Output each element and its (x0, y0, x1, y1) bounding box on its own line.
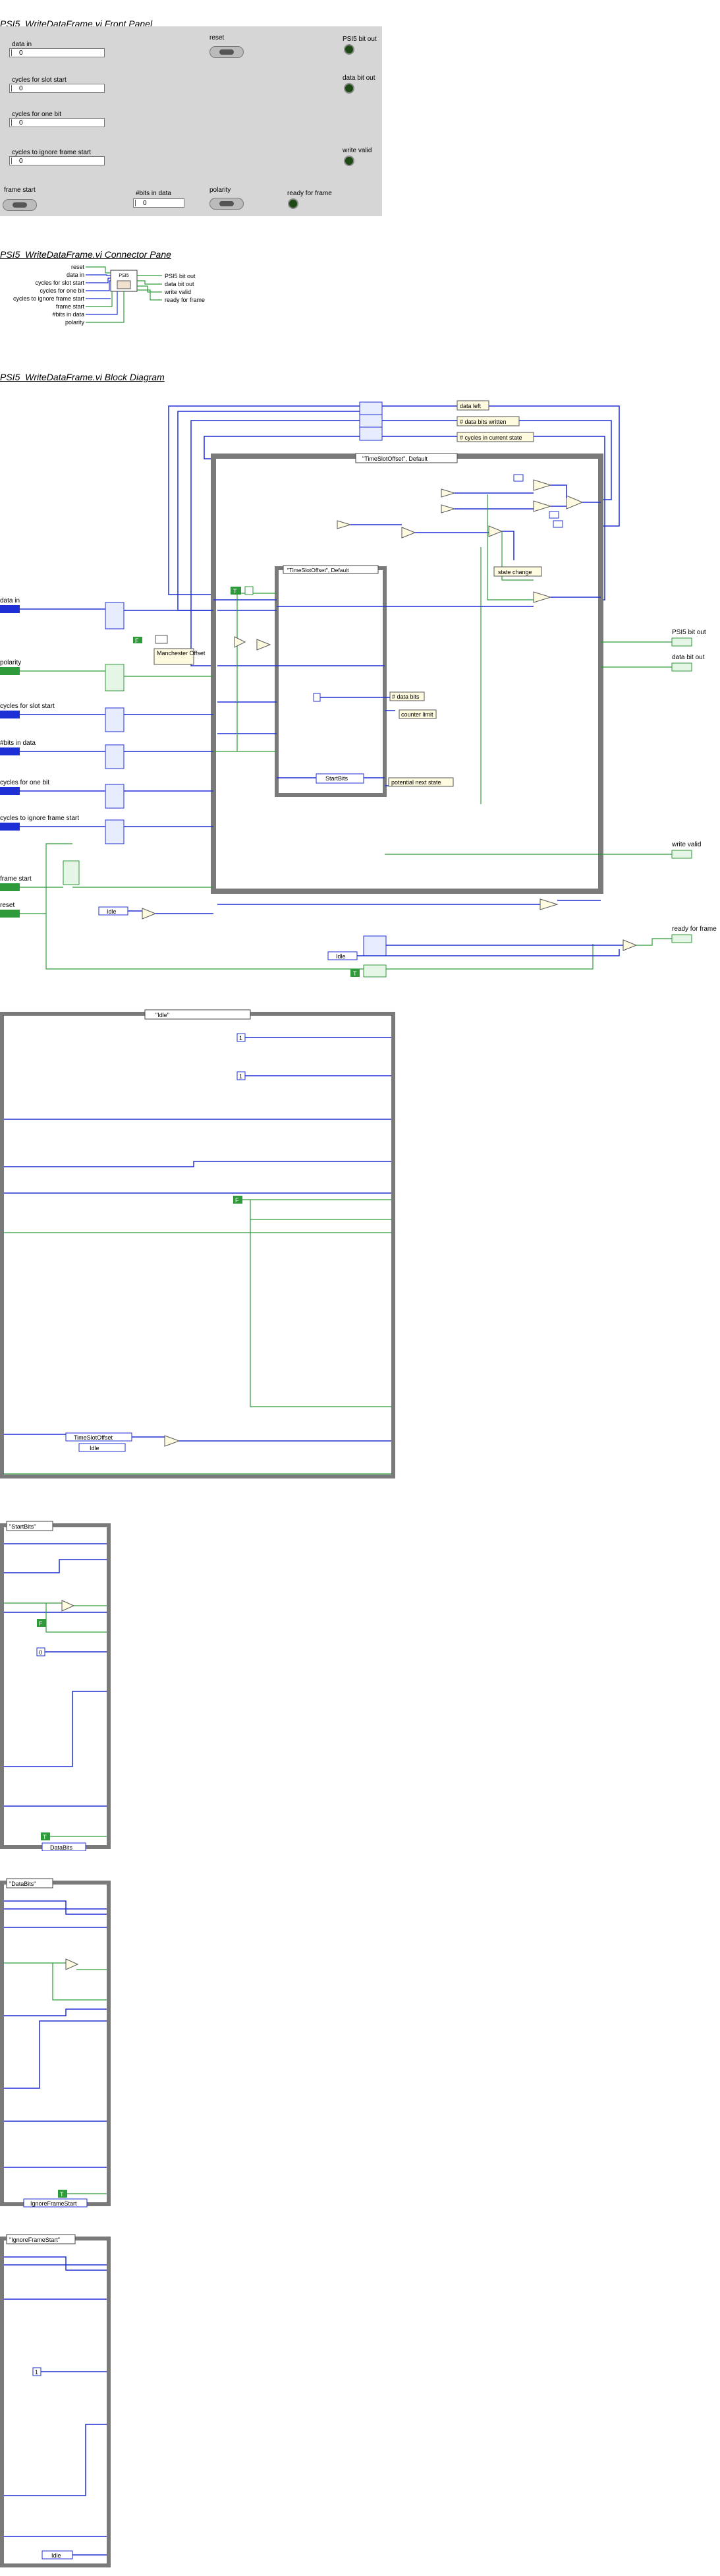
inner-case (275, 566, 387, 797)
bit-out-label: PSI5 bit out (343, 36, 377, 43)
enum-idle-bottom: Idle (107, 908, 117, 915)
case-startbits: "StartBits" F 0 T DataBits (0, 1521, 111, 1851)
conn-in-frame: frame start (56, 303, 85, 310)
conn-in-data: data in (67, 272, 84, 278)
write-valid-label: write valid (343, 147, 372, 154)
idle-enum-1: TimeSlotOffset (74, 1434, 113, 1441)
ignore-enum: Idle (51, 2552, 61, 2559)
ctl-slot-start-label: cycles for slot start (0, 703, 55, 710)
data-in-label: data in (12, 41, 32, 48)
conn-in-slot: cycles for slot start (35, 279, 84, 286)
polarity-switch[interactable] (209, 198, 244, 210)
ind-data-bit-out-label: data bit out (672, 654, 705, 661)
conn-out-ready: ready for frame (165, 297, 205, 303)
write-valid-led (344, 156, 354, 166)
ignore-title: "IgnoreFrameStart" (9, 2237, 60, 2243)
ind-ready-label: ready for frame (672, 925, 717, 933)
conn-out-valid: write valid (164, 289, 191, 295)
ctl-polarity-label: polarity (0, 659, 21, 666)
reset-switch[interactable] (209, 46, 244, 58)
frame-start-switch[interactable] (3, 199, 37, 211)
potential-next-state: potential next state (391, 779, 441, 786)
sr-cycles-state: # cycles in current state (460, 434, 522, 441)
ctl-nbits-label: #bits in data (0, 740, 36, 747)
idle-const-1b: 1 (239, 1073, 242, 1080)
polarity-label: polarity (209, 187, 231, 194)
enum-startbits: StartBits (325, 775, 348, 782)
startbits-const-t: T (43, 1834, 47, 1840)
bit-out-led (344, 44, 354, 55)
one-bit-label: cycles for one bit (12, 111, 62, 118)
const-t-bottom: T (353, 970, 357, 977)
front-panel: data in 0 cycles for slot start 0 cycles… (0, 26, 382, 216)
startbits-enum: DataBits (50, 1844, 73, 1851)
reset-label: reset (209, 34, 225, 42)
conn-in-polarity: polarity (65, 319, 85, 326)
ctl-data-in-label: data in (0, 597, 20, 604)
block-diagram: .wn{fill:none;stroke:#1f2fd6;stroke-widt… (0, 400, 717, 978)
idle-const-1a: 1 (239, 1035, 242, 1041)
conn-out-databit: data bit out (165, 281, 194, 287)
connector-heading: PSI5_WriteDataFrame.vi Connector Pane (0, 249, 171, 260)
ctl-one-bit-label: cycles for one bit (0, 779, 49, 786)
case-databits: "DataBits" T IgnoreFrameStart (0, 1878, 111, 2208)
data-bit-out-label: data bit out (343, 74, 375, 82)
conn-in-reset: reset (71, 264, 85, 270)
conn-in-ignore: cycles to ignore frame start (13, 295, 85, 302)
manchester-label: Manchester Offset (157, 650, 206, 657)
startbits-const-f: F (39, 1620, 43, 1627)
ind-bit-out-label: PSI5 bit out (672, 629, 706, 636)
svg-text:PSI5: PSI5 (119, 274, 128, 278)
enum-idle-bottom-2: Idle (336, 953, 346, 960)
idle-const-f: F (235, 1197, 239, 1204)
ctl-frame-start-label: frame start (0, 875, 32, 883)
idle-enum-2: Idle (90, 1445, 99, 1451)
databits-title: "DataBits" (9, 1881, 36, 1887)
ind-write-valid-label: write valid (671, 841, 701, 848)
ignore-frame-label: cycles to ignore frame start (12, 149, 92, 156)
conn-in-onebit: cycles for one bit (40, 287, 84, 294)
connector-pane: reset data in cycles for slot start cycl… (13, 264, 205, 326)
databits-enum: IgnoreFrameStart (30, 2200, 77, 2207)
state-change: state change (498, 569, 532, 575)
slot-start-label: cycles for slot start (12, 76, 67, 84)
ctl-ignore-label: cycles to ignore frame start (0, 815, 79, 822)
const-t-block: T (233, 588, 237, 595)
outer-case (211, 454, 603, 894)
sr-data-left: data left (460, 403, 482, 409)
sr-bits-written: # data bits written (460, 419, 507, 425)
frame-start-label: frame start (4, 187, 36, 194)
slot-start-control[interactable]: 0 (9, 84, 105, 93)
ignore-const-1: 1 (35, 2369, 38, 2376)
idle-title: "Idle" (155, 1012, 169, 1018)
ready-led (288, 198, 298, 209)
const-f-block: F (135, 637, 139, 644)
data-in-control[interactable]: 0 (9, 48, 105, 57)
one-bit-control[interactable]: 0 (9, 118, 105, 127)
ready-label: ready for frame (287, 190, 332, 197)
startbits-title: "StartBits" (9, 1523, 36, 1530)
nbits-control[interactable]: 0 (133, 198, 184, 208)
inner-case-label: "TimeSlotOffset", Default (287, 567, 349, 573)
block-heading: PSI5_WriteDataFrame.vi Block Diagram (0, 372, 165, 382)
case-idle: "Idle" 1 1 F TimeSlotOffset Idle (0, 1009, 395, 1478)
startbits-const-0: 0 (39, 1649, 42, 1656)
conn-in-nbits: #bits in data (52, 311, 84, 318)
counter-limit: counter limit (401, 711, 433, 718)
ignore-frame-control[interactable]: 0 (9, 156, 105, 165)
data-bit-out-led (344, 83, 354, 94)
databits-const-t: T (60, 2191, 64, 2198)
outer-case-label: "TimeSlotOffset", Default (362, 455, 428, 462)
num-data-bits: # data bits (392, 693, 420, 700)
ctl-reset-label: reset (0, 902, 14, 909)
nbits-label: #bits in data (136, 190, 171, 197)
case-ignore: "IgnoreFrameStart" 1 Idle (0, 2234, 111, 2567)
conn-out-bit: PSI5 bit out (165, 273, 196, 279)
